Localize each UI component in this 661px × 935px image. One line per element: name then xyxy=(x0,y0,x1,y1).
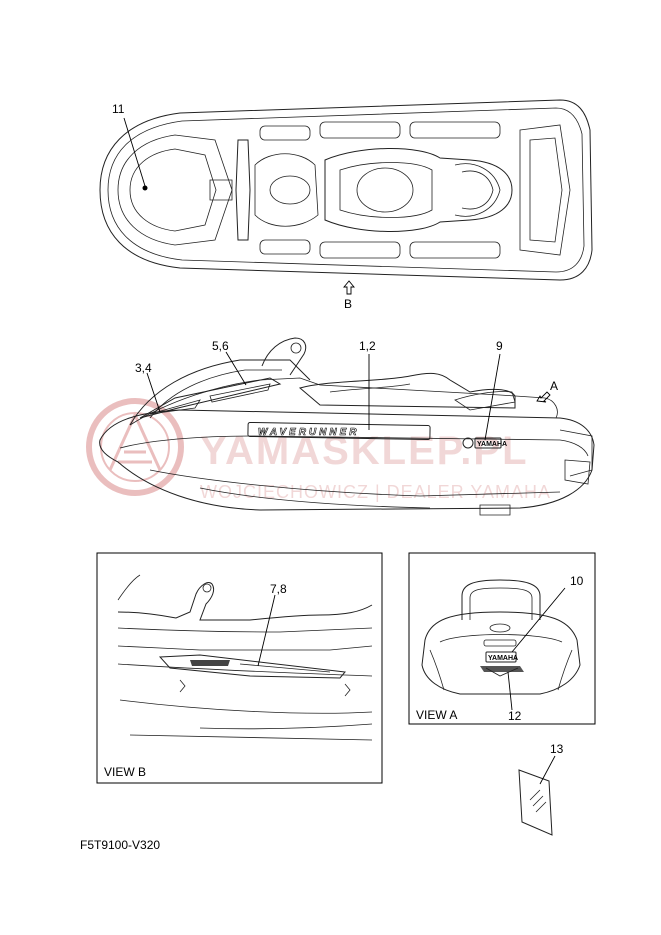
callout-10: 10 xyxy=(570,574,584,588)
decal-wave-runner: WAVERUNNER xyxy=(258,427,359,438)
callout-3-4: 3,4 xyxy=(135,361,152,375)
view-a-frame xyxy=(408,552,596,725)
callout-1-2: 1,2 xyxy=(359,339,376,353)
leader-13 xyxy=(539,755,556,785)
callout-11: 11 xyxy=(112,102,125,116)
yamaha-badge-text: YAMAHA xyxy=(477,441,507,448)
leader-3-4 xyxy=(146,372,161,413)
part-code: F5T9100-V320 xyxy=(80,838,160,852)
view-b-drawing xyxy=(117,574,373,741)
view-a-yamaha-text: YAMAHA xyxy=(488,655,518,662)
callout-5-6: 5,6 xyxy=(212,339,229,353)
view-a-drawing: YAMAHA xyxy=(421,579,581,695)
watermark-subline: WOJCIECHOWICZ | DEALER YAMAHA xyxy=(200,482,551,502)
view-b-title: VIEW B xyxy=(104,765,146,779)
view-a-title: VIEW A xyxy=(416,708,457,722)
side-view-drawing: WAVERUNNER YAMAHA xyxy=(99,337,595,516)
callout-9: 9 xyxy=(496,339,503,353)
view-b-frame xyxy=(96,552,383,784)
watermark-logo-icon xyxy=(86,398,184,496)
leader-12 xyxy=(507,671,513,711)
leader-9 xyxy=(484,353,501,441)
arrow-a-label: A xyxy=(550,379,558,393)
watermark-brand: YAMASKLEP.PL xyxy=(200,429,529,473)
top-view-drawing xyxy=(99,99,593,281)
callout-7-8: 7,8 xyxy=(270,582,287,596)
yamaha-badge-decal: YAMAHA xyxy=(462,437,507,449)
arrow-b-label: B xyxy=(344,297,352,311)
leader-7-8 xyxy=(257,594,276,667)
leader-10 xyxy=(511,587,566,653)
arrow-a-diagonal-arrow-icon xyxy=(536,391,551,403)
arrow-b-up-arrow-icon xyxy=(343,280,355,295)
callout-12: 12 xyxy=(508,709,522,723)
leader-11 xyxy=(123,117,146,187)
sticker-sheet-13 xyxy=(518,769,553,836)
callout-13: 13 xyxy=(550,742,564,756)
leader-5-6 xyxy=(225,351,247,386)
